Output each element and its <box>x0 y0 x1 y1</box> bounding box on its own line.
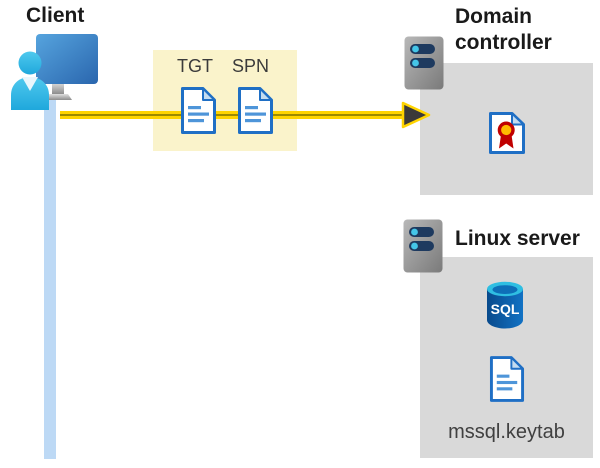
linux-server-icon <box>403 219 443 273</box>
client-monitor-user-icon <box>11 34 98 110</box>
sql-database-text: SQL <box>491 301 520 317</box>
client-label: Client <box>26 4 85 27</box>
flow-arrowhead-icon <box>401 101 431 129</box>
tgt-label: TGT <box>177 56 213 76</box>
ticket-highlight-box <box>153 50 297 151</box>
keytab-filename-label: mssql.keytab <box>448 421 565 443</box>
domain-controller-server-icon <box>404 36 444 90</box>
keytab-document-icon <box>489 356 525 402</box>
sql-database-icon: SQL <box>487 281 523 329</box>
tgt-document-icon <box>181 87 216 134</box>
spn-document-icon <box>238 87 273 134</box>
spn-label: SPN <box>232 56 270 76</box>
domain-controller-label: Domain controller <box>455 5 552 54</box>
certificate-icon <box>489 112 525 154</box>
linux-server-label: Linux server <box>455 227 580 250</box>
flow-arrow-line <box>60 111 406 119</box>
client-timeline-line <box>44 94 56 459</box>
